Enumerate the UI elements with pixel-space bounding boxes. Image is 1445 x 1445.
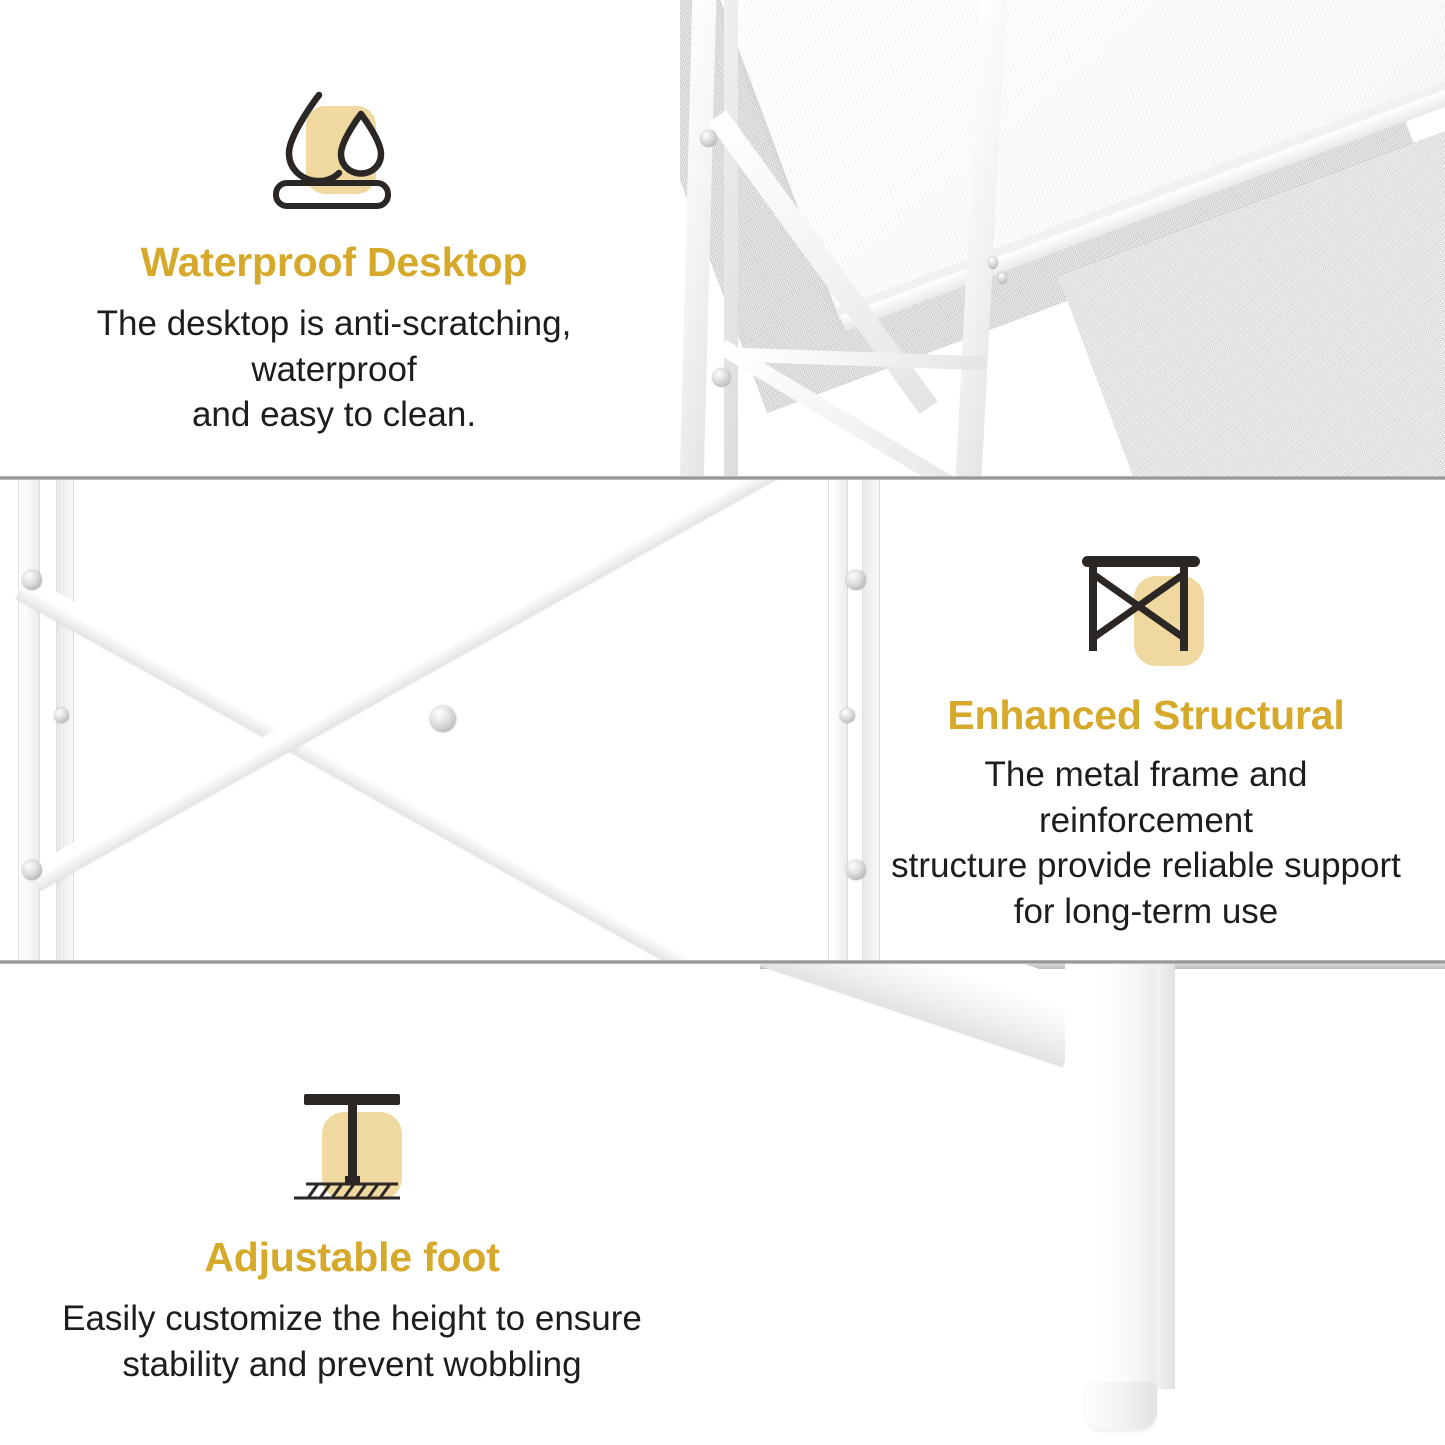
x-cross-brace-photo: [0, 480, 900, 962]
feature-text-waterproof: Waterproof Desktop The desktop is anti-s…: [34, 78, 634, 438]
table-leg-foot-photo: [760, 964, 1445, 1445]
feature-title-adjustable-foot: Adjustable foot: [204, 1234, 500, 1280]
feature-description-structural: The metal frame and reinforcement struct…: [876, 752, 1416, 934]
desc-line: stability and prevent wobbling: [122, 1344, 582, 1384]
screw-icon: [988, 256, 998, 269]
panel-divider: [0, 476, 1445, 480]
adjustable-foot-pad: [1085, 1382, 1157, 1430]
screw-icon: [998, 272, 1007, 284]
desc-line: The desktop is anti-scratching, waterpro…: [96, 304, 572, 389]
leg-support-brace: [760, 964, 1090, 1068]
center-bolt-icon: [430, 706, 456, 732]
desc-line: structure provide reliable support: [891, 846, 1401, 886]
feature-text-adjustable-foot: Adjustable foot Easily customize the hei…: [52, 1088, 652, 1387]
cross-brace-ascending: [28, 480, 779, 891]
feature-description-waterproof: The desktop is anti-scratching, waterpro…: [34, 301, 634, 438]
screw-icon: [712, 368, 731, 387]
feature-description-adjustable-foot: Easily customize the height to ensure st…: [52, 1296, 652, 1387]
bolt-icon: [54, 708, 69, 723]
brace-leg-right-outer: [862, 480, 880, 962]
screw-icon: [700, 130, 717, 147]
adjustable-foot-icon: [294, 1094, 402, 1200]
table-leg-edge: [1157, 964, 1175, 1389]
panel-divider: [0, 960, 1445, 964]
waterproof-desktop-icon: [273, 91, 391, 209]
desc-line: and easy to clean.: [191, 395, 477, 435]
feature-title-waterproof: Waterproof Desktop: [140, 239, 528, 285]
brace-leg-left-outer: [18, 480, 40, 962]
desc-line: Easily customize the height to ensure: [62, 1299, 642, 1339]
bolt-icon: [846, 570, 866, 590]
frame-leg-left-inner: [724, 0, 738, 478]
bolt-icon: [846, 860, 866, 880]
table-frame-cross-brace-icon: [1082, 556, 1204, 666]
bolt-icon: [840, 708, 855, 723]
feature-title-structural: Enhanced Structural: [947, 692, 1345, 738]
cross-brace-descending: [15, 576, 766, 962]
table-leg-post: [1065, 964, 1175, 1389]
feature-text-structural: Enhanced Structural The metal frame and …: [876, 548, 1416, 934]
panel-waterproof-desktop: Waterproof Desktop The desktop is anti-s…: [0, 0, 1445, 478]
bolt-icon: [22, 570, 42, 590]
desc-line: The metal frame and reinforcement: [984, 755, 1308, 840]
desc-line: for long-term use: [1013, 891, 1279, 931]
bolt-icon: [22, 860, 42, 880]
desk-corner-photo: [680, 0, 1445, 478]
